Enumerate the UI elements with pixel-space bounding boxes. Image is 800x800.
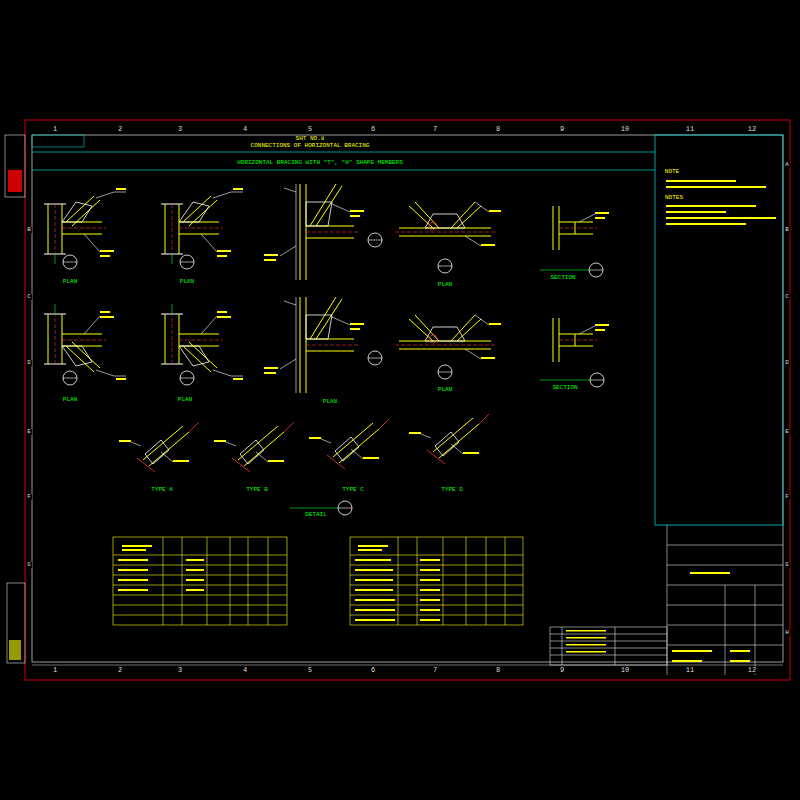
grid-letter: E	[784, 429, 790, 435]
grid-number: 11	[685, 126, 695, 133]
grid-letter: F	[784, 494, 790, 500]
grid-letter: F	[26, 494, 32, 500]
view-label: PLAN	[62, 279, 78, 285]
grid-number: 3	[177, 667, 183, 674]
grid-number: 9	[559, 667, 565, 674]
grid-number: 7	[432, 667, 438, 674]
grid-number: 5	[307, 667, 313, 674]
grid-number: 9	[559, 126, 565, 133]
type-label: TYPE A	[150, 487, 174, 493]
grid-letter: G	[784, 562, 790, 568]
grid-number: 10	[620, 667, 630, 674]
type-label: TYPE C	[341, 487, 365, 493]
grid-number: 4	[242, 126, 248, 133]
type-label: TYPE D	[440, 487, 464, 493]
grid-number: 6	[370, 667, 376, 674]
grid-number: 10	[620, 126, 630, 133]
subtitle: HORIZONTAL BRACING WITH "T", "H" SHAPE M…	[236, 160, 404, 166]
grid-number: 4	[242, 667, 248, 674]
grid-letter: A	[784, 162, 790, 168]
type-label: TYPE B	[245, 487, 269, 493]
grid-number: 2	[117, 126, 123, 133]
grid-number: 5	[307, 126, 313, 133]
grid-number: 2	[117, 667, 123, 674]
note-heading: NOTES	[664, 195, 684, 201]
grid-number: 8	[495, 667, 501, 674]
view-label: PLAN	[322, 399, 338, 405]
grid-letter: B	[26, 227, 32, 233]
grid-number: 3	[177, 126, 183, 133]
sheet-title: CONNECTIONS OF HORIZONTAL BRACING	[250, 143, 371, 149]
grid-letter: D	[26, 360, 32, 366]
grid-letter: E	[26, 429, 32, 435]
view-label: PLAN	[177, 397, 193, 403]
view-label: PLAN	[179, 279, 195, 285]
grid-letter: C	[784, 294, 790, 300]
grid-number: 11	[685, 667, 695, 674]
note-heading: NOTE	[664, 169, 680, 175]
view-label: SECTION	[549, 275, 576, 281]
grid-number: 12	[747, 667, 757, 674]
grid-letter: C	[26, 294, 32, 300]
grid-number: 6	[370, 126, 376, 133]
grid-letter: G	[26, 562, 32, 568]
grid-number: 8	[495, 126, 501, 133]
view-label: SECTION	[551, 385, 578, 391]
grid-letter: B	[784, 227, 790, 233]
grid-number: 1	[52, 667, 58, 674]
view-label: PLAN	[437, 387, 453, 393]
grid-number: 12	[747, 126, 757, 133]
view-label: PLAN	[62, 397, 78, 403]
grid-letter: H	[784, 630, 790, 636]
grid-number: 1	[52, 126, 58, 133]
grid-letter: D	[784, 360, 790, 366]
grid-number: 7	[432, 126, 438, 133]
sheet-number: SHT NO.8	[295, 136, 326, 142]
view-label: DETAIL	[304, 512, 328, 518]
view-label: PLAN	[437, 282, 453, 288]
